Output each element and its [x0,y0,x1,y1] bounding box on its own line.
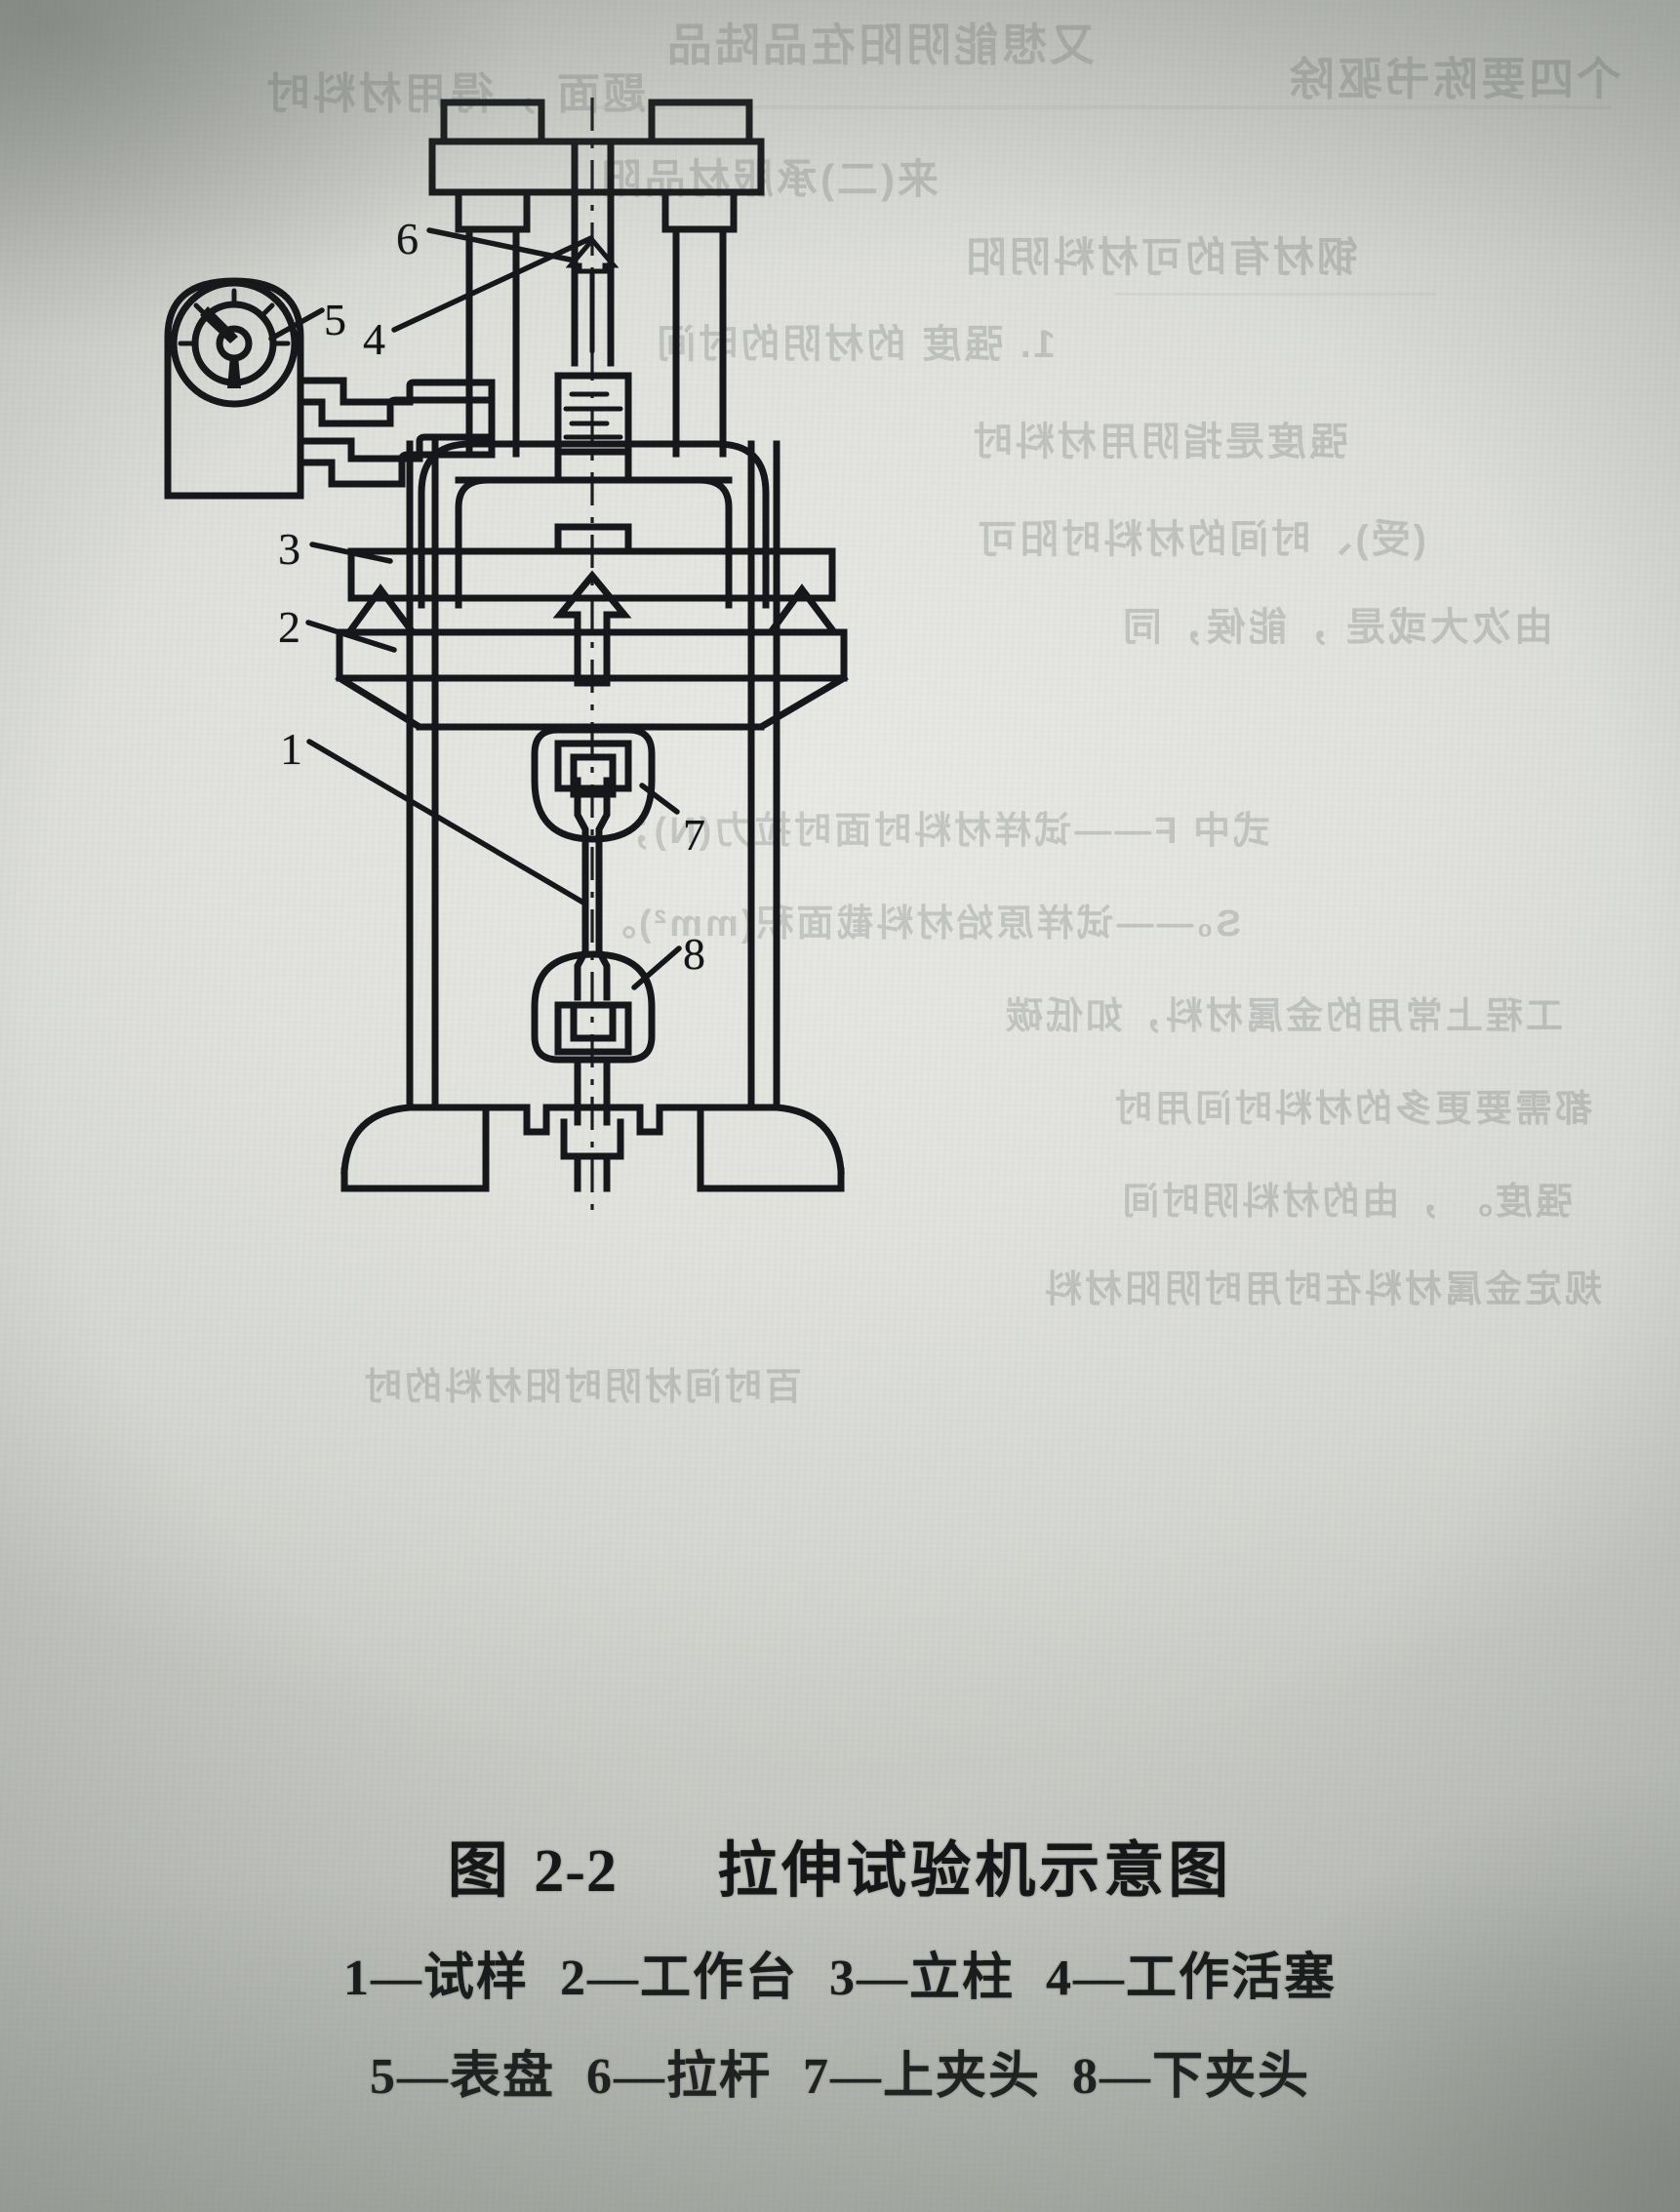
working-piston-rod [565,142,620,367]
legend-name-3: 立柱 [909,1948,1016,2007]
legend-index-5: 5— [369,2048,450,2105]
legend-item-4: 4—工作活塞 [1046,1936,1337,2009]
figure-title: 图 2-2 拉伸试验机示意图 [0,1832,1680,1910]
legend-item-8: 8—下夹头 [1072,2034,1310,2108]
legend-index-7: 7— [803,2048,883,2105]
top-crosshead-assembly [428,99,765,233]
legend-item-7: 7—上夹头 [803,2034,1041,2108]
callout-number-1: 1 [280,724,302,774]
figure-title-text: 拉伸试验机示意图 [717,1834,1233,1906]
legend-index-3: 3— [829,1950,909,2006]
test-specimen [574,777,611,1001]
gauge-hydraulic-piping [297,377,496,488]
figure-legend-row-1: 1—试样 2—工作台 3—立柱 4—工作活塞 [0,1936,1680,2009]
legend-index-8: 8— [1072,2048,1153,2105]
upper-grip [531,726,656,843]
tensile-testing-machine-schematic [164,98,849,1210]
figure-title-prefix: 图 [447,1838,509,1905]
legend-item-2: 2—工作台 [560,1936,798,2009]
legend-name-6: 拉杆 [665,2046,772,2106]
force-direction-arrow [552,570,632,687]
legend-item-1: 1—试样 [343,1936,529,2009]
callout-number-8: 8 [683,929,705,979]
callout-number-4: 4 [363,314,385,364]
legend-name-8: 下夹头 [1152,2046,1311,2106]
lower-grip [531,950,656,1064]
callout-leader-lines [268,227,682,990]
legend-name-1: 试样 [422,1948,529,2007]
machine-columns [406,440,780,1111]
legend-index-4: 4— [1046,1950,1127,2006]
figure-title-number: 2-2 [534,1838,618,1905]
machine-base [340,1104,845,1192]
lower-pull-stem [560,1056,624,1192]
callout-number-7: 7 [683,810,705,860]
pull-rods [465,225,727,458]
legend-item-6: 6—拉杆 [586,2034,772,2108]
legend-name-7: 上夹头 [883,2046,1042,2106]
legend-index-2: 2— [559,1950,640,2006]
legend-name-2: 工作台 [639,1948,798,2007]
piston-seal-box [554,372,632,456]
legend-item-3: 3—立柱 [829,1936,1015,2009]
legend-index-1: 1— [342,1950,423,2006]
callout-number-3: 3 [278,524,300,574]
legend-item-5: 5—表盘 [370,2034,555,2108]
callout-number-2: 2 [278,602,300,652]
pressure-gauge-assembly [164,277,304,500]
figure-caption-block: 图 2-2 拉伸试验机示意图 1—试样 2—工作台 3—立柱 4—工作活塞 5—表盘 6… [0,1832,1680,2108]
callout-number-6: 6 [396,214,419,263]
legend-name-4: 工作活塞 [1126,1948,1338,2007]
legend-index-6: 6— [585,2048,666,2105]
hydraulic-cylinder-body [418,440,770,609]
callout-number-5: 5 [324,295,346,344]
legend-name-5: 表盘 [449,2046,555,2106]
figure-legend-row-2: 5—表盘 6—拉杆 7—上夹头 8—下夹头 [0,2034,1680,2108]
